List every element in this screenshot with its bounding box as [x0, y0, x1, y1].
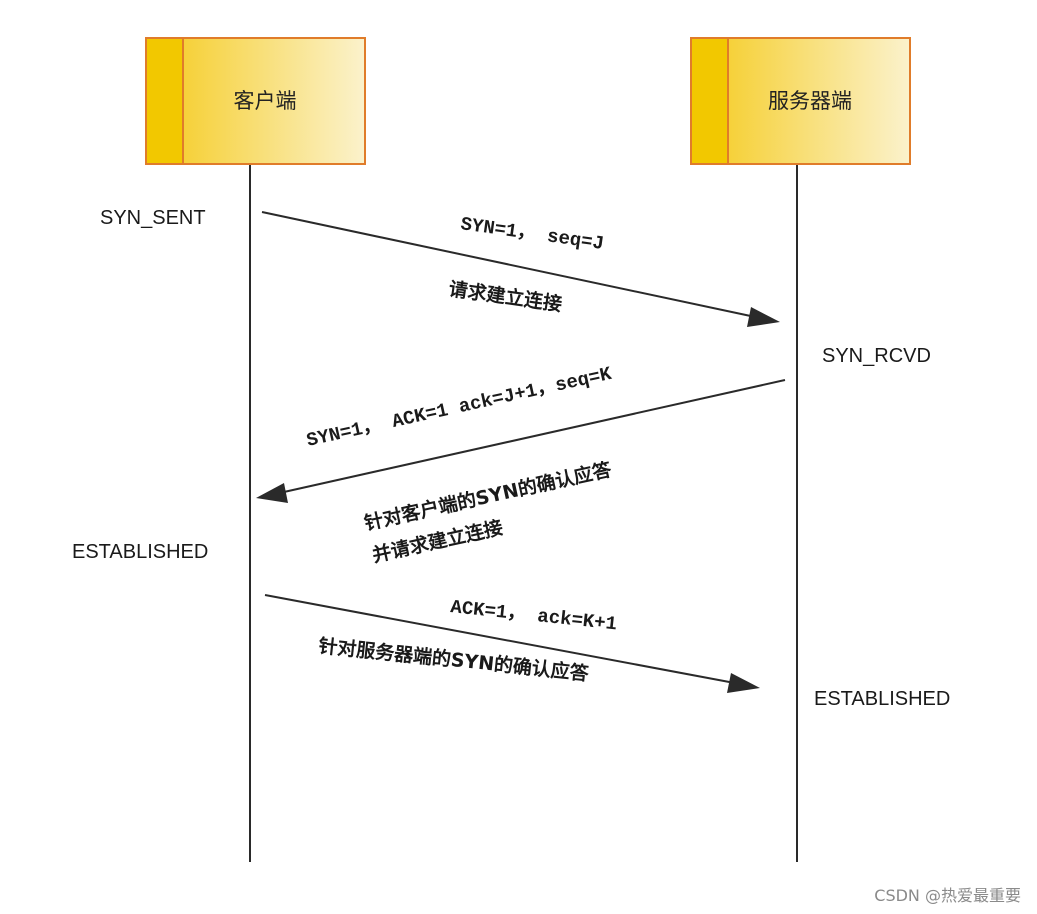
arrowhead-icon — [747, 307, 780, 327]
server-state-established: ESTABLISHED — [814, 688, 950, 710]
client-box-stripe — [145, 37, 184, 165]
message-1-code: SYN=1， seq=J — [459, 213, 605, 255]
message-arrow-syn-ack — [256, 379, 786, 503]
server-box: 服务器端 — [690, 37, 911, 165]
message-2-code: SYN=1， ACK=1 ack=J+1，seq=K — [305, 363, 615, 452]
arrowhead-icon — [727, 673, 760, 693]
client-state-established: ESTABLISHED — [72, 541, 208, 563]
arrowhead-icon — [256, 483, 288, 503]
message-1-desc: 请求建立连接 — [447, 277, 563, 316]
client-title: 客户端 — [234, 89, 297, 113]
server-box-stripe — [690, 37, 729, 165]
watermark: CSDN @热爱最重要 — [874, 886, 1021, 905]
message-arrow-ack — [264, 594, 760, 693]
message-arrow-syn — [261, 211, 780, 327]
client-state-syn-sent: SYN_SENT — [100, 207, 206, 229]
message-3-desc: 针对服务器端的SYN的确认应答 — [317, 634, 590, 685]
message-3-code: ACK=1， ack=K+1 — [449, 596, 618, 635]
server-state-syn-rcvd: SYN_RCVD — [822, 345, 931, 367]
server-title: 服务器端 — [768, 89, 852, 113]
client-box: 客户端 — [145, 37, 366, 165]
